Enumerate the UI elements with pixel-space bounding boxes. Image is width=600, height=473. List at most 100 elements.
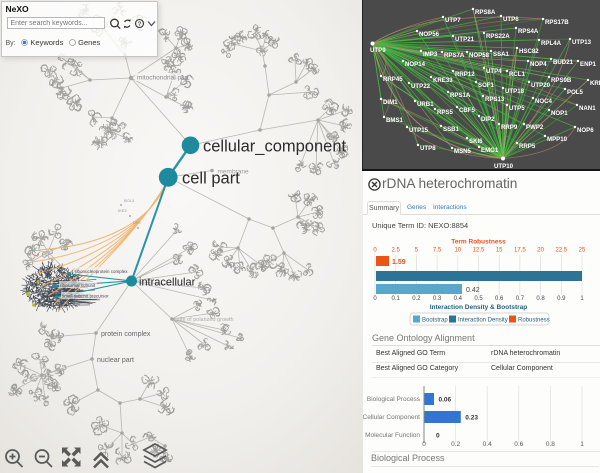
svg-text:membrane: membrane	[218, 169, 249, 176]
svg-text:20: 20	[537, 248, 544, 254]
svg-text:UTP7: UTP7	[445, 17, 461, 24]
svg-text:BUD21: BUD21	[553, 59, 574, 66]
svg-text:RCL1: RCL1	[509, 71, 526, 78]
svg-text:UTP18: UTP18	[505, 88, 525, 95]
svg-text:UTP22: UTP22	[411, 83, 431, 90]
svg-text:SSA1: SSA1	[493, 51, 510, 58]
svg-text:PWP2: PWP2	[526, 124, 544, 131]
svg-text:RPS13: RPS13	[485, 96, 505, 103]
svg-text:0.06: 0.06	[439, 397, 452, 404]
svg-text:intracellular: intracellular	[139, 277, 196, 289]
svg-text:SKI6: SKI6	[469, 138, 483, 145]
svg-text:0.5: 0.5	[474, 296, 483, 302]
svg-text:BMS1: BMS1	[386, 117, 404, 124]
svg-text:25: 25	[579, 248, 586, 254]
svg-text:Cellular Component: Cellular Component	[363, 414, 420, 421]
svg-text:Molecular Function: Molecular Function	[365, 432, 420, 439]
svg-text:Bootstrap: Bootstrap	[422, 318, 448, 324]
svg-text:0: 0	[422, 441, 426, 448]
svg-text:RPS8A: RPS8A	[475, 9, 496, 16]
svg-text:UTP15: UTP15	[409, 127, 429, 134]
svg-text:RRP9: RRP9	[501, 124, 518, 131]
svg-text:DF5: DF5	[133, 220, 141, 225]
svg-text:0.9: 0.9	[557, 296, 566, 302]
svg-text:Term Robustness: Term Robustness	[451, 239, 506, 246]
svg-text:1.59: 1.59	[392, 259, 406, 266]
svg-text:RRP5: RRP5	[519, 143, 536, 150]
svg-text:MSN5: MSN5	[454, 148, 472, 155]
svg-text:NOP6: NOP6	[577, 127, 594, 134]
svg-text:0.4: 0.4	[483, 441, 492, 448]
svg-text:0.23: 0.23	[465, 415, 478, 422]
svg-text:17.5: 17.5	[514, 248, 526, 254]
svg-text:0.6: 0.6	[514, 441, 523, 448]
svg-text:cell part: cell part	[182, 170, 240, 188]
svg-text:UTP4: UTP4	[486, 68, 502, 75]
svg-text:UTP8: UTP8	[420, 145, 436, 152]
svg-text:Robustness: Robustness	[518, 318, 550, 324]
svg-text:POL5: POL5	[567, 89, 584, 96]
svg-text:UTP20: UTP20	[531, 82, 551, 89]
svg-text:Interaction Density & Bootstra: Interaction Density & Bootstrap	[430, 304, 528, 311]
svg-text:NOP1: NOP1	[551, 110, 568, 117]
svg-text:SOF1: SOF1	[478, 82, 495, 89]
svg-text:NOP58: NOP58	[469, 52, 490, 59]
svg-text:URB1: URB1	[417, 101, 434, 108]
svg-text:IMP3: IMP3	[423, 51, 438, 58]
svg-text:2.5: 2.5	[392, 248, 401, 254]
svg-text:RPS1A: RPS1A	[38, 268, 53, 273]
svg-text:NOP4: NOP4	[530, 61, 547, 68]
svg-text:1: 1	[580, 296, 584, 302]
svg-text:Biological Process: Biological Process	[367, 396, 421, 403]
svg-text:0.6: 0.6	[495, 296, 504, 302]
svg-text:SSB1: SSB1	[443, 126, 460, 133]
svg-text:RPS7A: RPS7A	[444, 52, 465, 59]
svg-text:UTP5: UTP5	[509, 105, 525, 112]
svg-text:ENP1: ENP1	[580, 61, 597, 68]
svg-text:HSC82: HSC82	[519, 48, 539, 55]
svg-text:0: 0	[436, 433, 440, 440]
svg-text:MPP10: MPP10	[547, 136, 568, 143]
svg-text:DIM1: DIM1	[383, 99, 398, 106]
svg-text:0: 0	[373, 248, 377, 254]
svg-text:NOP4: NOP4	[42, 303, 55, 308]
svg-text:10: 10	[454, 248, 461, 254]
svg-text:NOP56: NOP56	[419, 31, 440, 38]
svg-text:ribonucleoprotein complex: ribonucleoprotein complex	[75, 269, 128, 274]
svg-text:RPS22A: RPS22A	[486, 33, 510, 40]
svg-text:ribosomal subunit: ribosomal subunit	[60, 283, 96, 288]
svg-text:NOP14: NOP14	[405, 61, 426, 68]
svg-text:12.5: 12.5	[473, 248, 485, 254]
svg-text:0.8: 0.8	[546, 441, 555, 448]
svg-text:Interaction Density: Interaction Density	[458, 318, 508, 324]
svg-text:RPS1A: RPS1A	[450, 92, 471, 99]
svg-text:0.4: 0.4	[454, 296, 463, 302]
svg-text:22.5: 22.5	[555, 248, 567, 254]
svg-text:RRP12: RRP12	[455, 71, 475, 78]
svg-text:7.5: 7.5	[433, 248, 442, 254]
svg-text:mitochondrial part: mitochondrial part	[137, 75, 189, 82]
svg-text:KRE1: KRE1	[590, 80, 600, 87]
svg-text:site of polarized growth: site of polarized growth	[177, 317, 234, 323]
svg-text:small subunit precursor: small subunit precursor	[62, 294, 109, 299]
svg-text:RPL4A: RPL4A	[541, 40, 562, 47]
svg-text:1: 1	[580, 441, 584, 448]
svg-text:RRP45: RRP45	[383, 76, 403, 83]
svg-text:cellular_component: cellular_component	[203, 138, 347, 156]
svg-text:RPS5: RPS5	[437, 109, 454, 116]
svg-text:0.2: 0.2	[451, 441, 460, 448]
svg-text:protein complex: protein complex	[101, 331, 151, 338]
svg-text:IKE2: IKE2	[118, 208, 127, 213]
svg-text:KRE33: KRE33	[433, 77, 453, 84]
svg-text:15: 15	[496, 248, 503, 254]
svg-text:0.3: 0.3	[433, 296, 442, 302]
svg-text:?: ?	[138, 21, 142, 28]
svg-text:RPS4A: RPS4A	[518, 28, 539, 35]
svg-text:RPS9B: RPS9B	[551, 77, 572, 84]
svg-text:0.2: 0.2	[412, 296, 421, 302]
svg-text:0.42: 0.42	[466, 287, 480, 294]
svg-text:UTP9: UTP9	[370, 47, 386, 54]
svg-text:EMG1: EMG1	[481, 147, 499, 154]
svg-text:5: 5	[415, 248, 419, 254]
svg-text:DIP2: DIP2	[481, 116, 495, 123]
